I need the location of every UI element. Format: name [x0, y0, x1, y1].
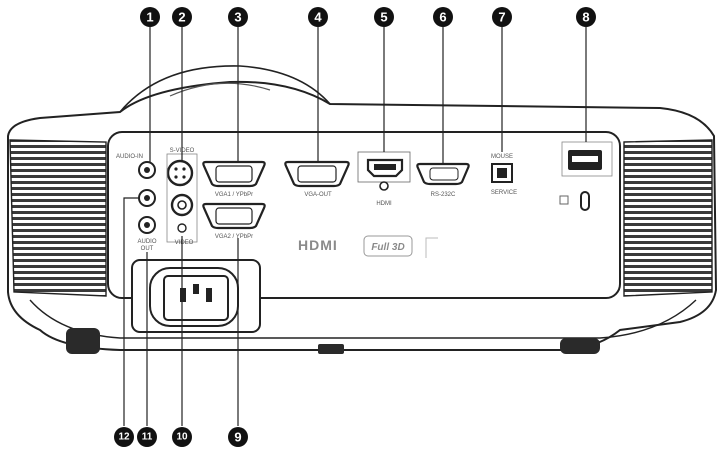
ac-power-socket: [131, 259, 261, 333]
kensington-lock: [559, 191, 590, 211]
callout-11-number: 11: [142, 432, 153, 443]
callout-3: 3: [228, 7, 248, 27]
callout-7-number: 7: [498, 10, 505, 25]
callout-6: 6: [433, 7, 453, 27]
callout-1: 1: [140, 7, 160, 27]
callout-badges: 1 2 3 4 5 6 7 8 9 10 11 12: [114, 7, 596, 447]
hdmi-label: HDMI: [376, 201, 392, 207]
callout-5: 5: [374, 7, 394, 27]
rs232c-label: RS-232C: [431, 192, 456, 198]
right-foot: [560, 338, 600, 354]
left-vent-grille: [9, 139, 107, 297]
callout-12-number: 12: [118, 432, 130, 443]
left-foot: [66, 328, 100, 354]
callout-2: 2: [172, 7, 192, 27]
s-video-port: [166, 159, 194, 187]
usb-a-port: [561, 141, 613, 177]
callout-4-number: 4: [314, 10, 322, 25]
callout-12: 12: [114, 427, 134, 447]
audio-in-label: AUDIO-IN: [116, 154, 143, 160]
mouse-service-usb-port: [491, 163, 513, 183]
callout-9: 9: [228, 427, 248, 447]
callout-1-number: 1: [146, 10, 153, 25]
audio-out-label-2: OUT: [141, 246, 154, 252]
callout-6-number: 6: [439, 10, 446, 25]
projector-body: [7, 65, 718, 354]
rs232c-port: [416, 162, 470, 186]
full3d-logo-frame: [363, 235, 413, 257]
video-label: VIDEO: [175, 240, 194, 246]
leader-lines: [123, 27, 587, 426]
callout-8-number: 8: [582, 10, 589, 25]
callout-10-number: 10: [176, 432, 188, 443]
callout-5-number: 5: [380, 10, 387, 25]
callout-2-number: 2: [178, 10, 185, 25]
callout-4: 4: [308, 7, 328, 27]
service-label: SERVICE: [491, 190, 517, 196]
hdmi-logo: HDMI: [298, 237, 338, 253]
right-vent-grille: [623, 139, 713, 297]
vga1-label: VGA1 / YPbPr: [215, 192, 253, 198]
callout-8: 8: [576, 7, 596, 27]
vga1-port: [202, 160, 266, 188]
callout-7: 7: [492, 7, 512, 27]
vga-out-label: VGA-OUT: [304, 192, 332, 198]
ports: [138, 141, 613, 243]
mouse-label: MOUSE: [491, 154, 513, 160]
vga2-port: [202, 202, 266, 230]
callout-11: 11: [137, 427, 157, 447]
audio-out-label-1: AUDIO: [137, 239, 156, 245]
vga2-label: VGA2 / YPbPr: [215, 234, 253, 240]
logos: HDMI Full 3D: [298, 235, 438, 258]
callout-3-number: 3: [234, 10, 241, 25]
callout-10: 10: [172, 427, 192, 447]
hdmi-port: [357, 151, 411, 191]
vga-out-port: [284, 160, 350, 188]
full3d-logo: Full 3D: [371, 242, 404, 253]
callout-9-number: 9: [234, 430, 241, 445]
